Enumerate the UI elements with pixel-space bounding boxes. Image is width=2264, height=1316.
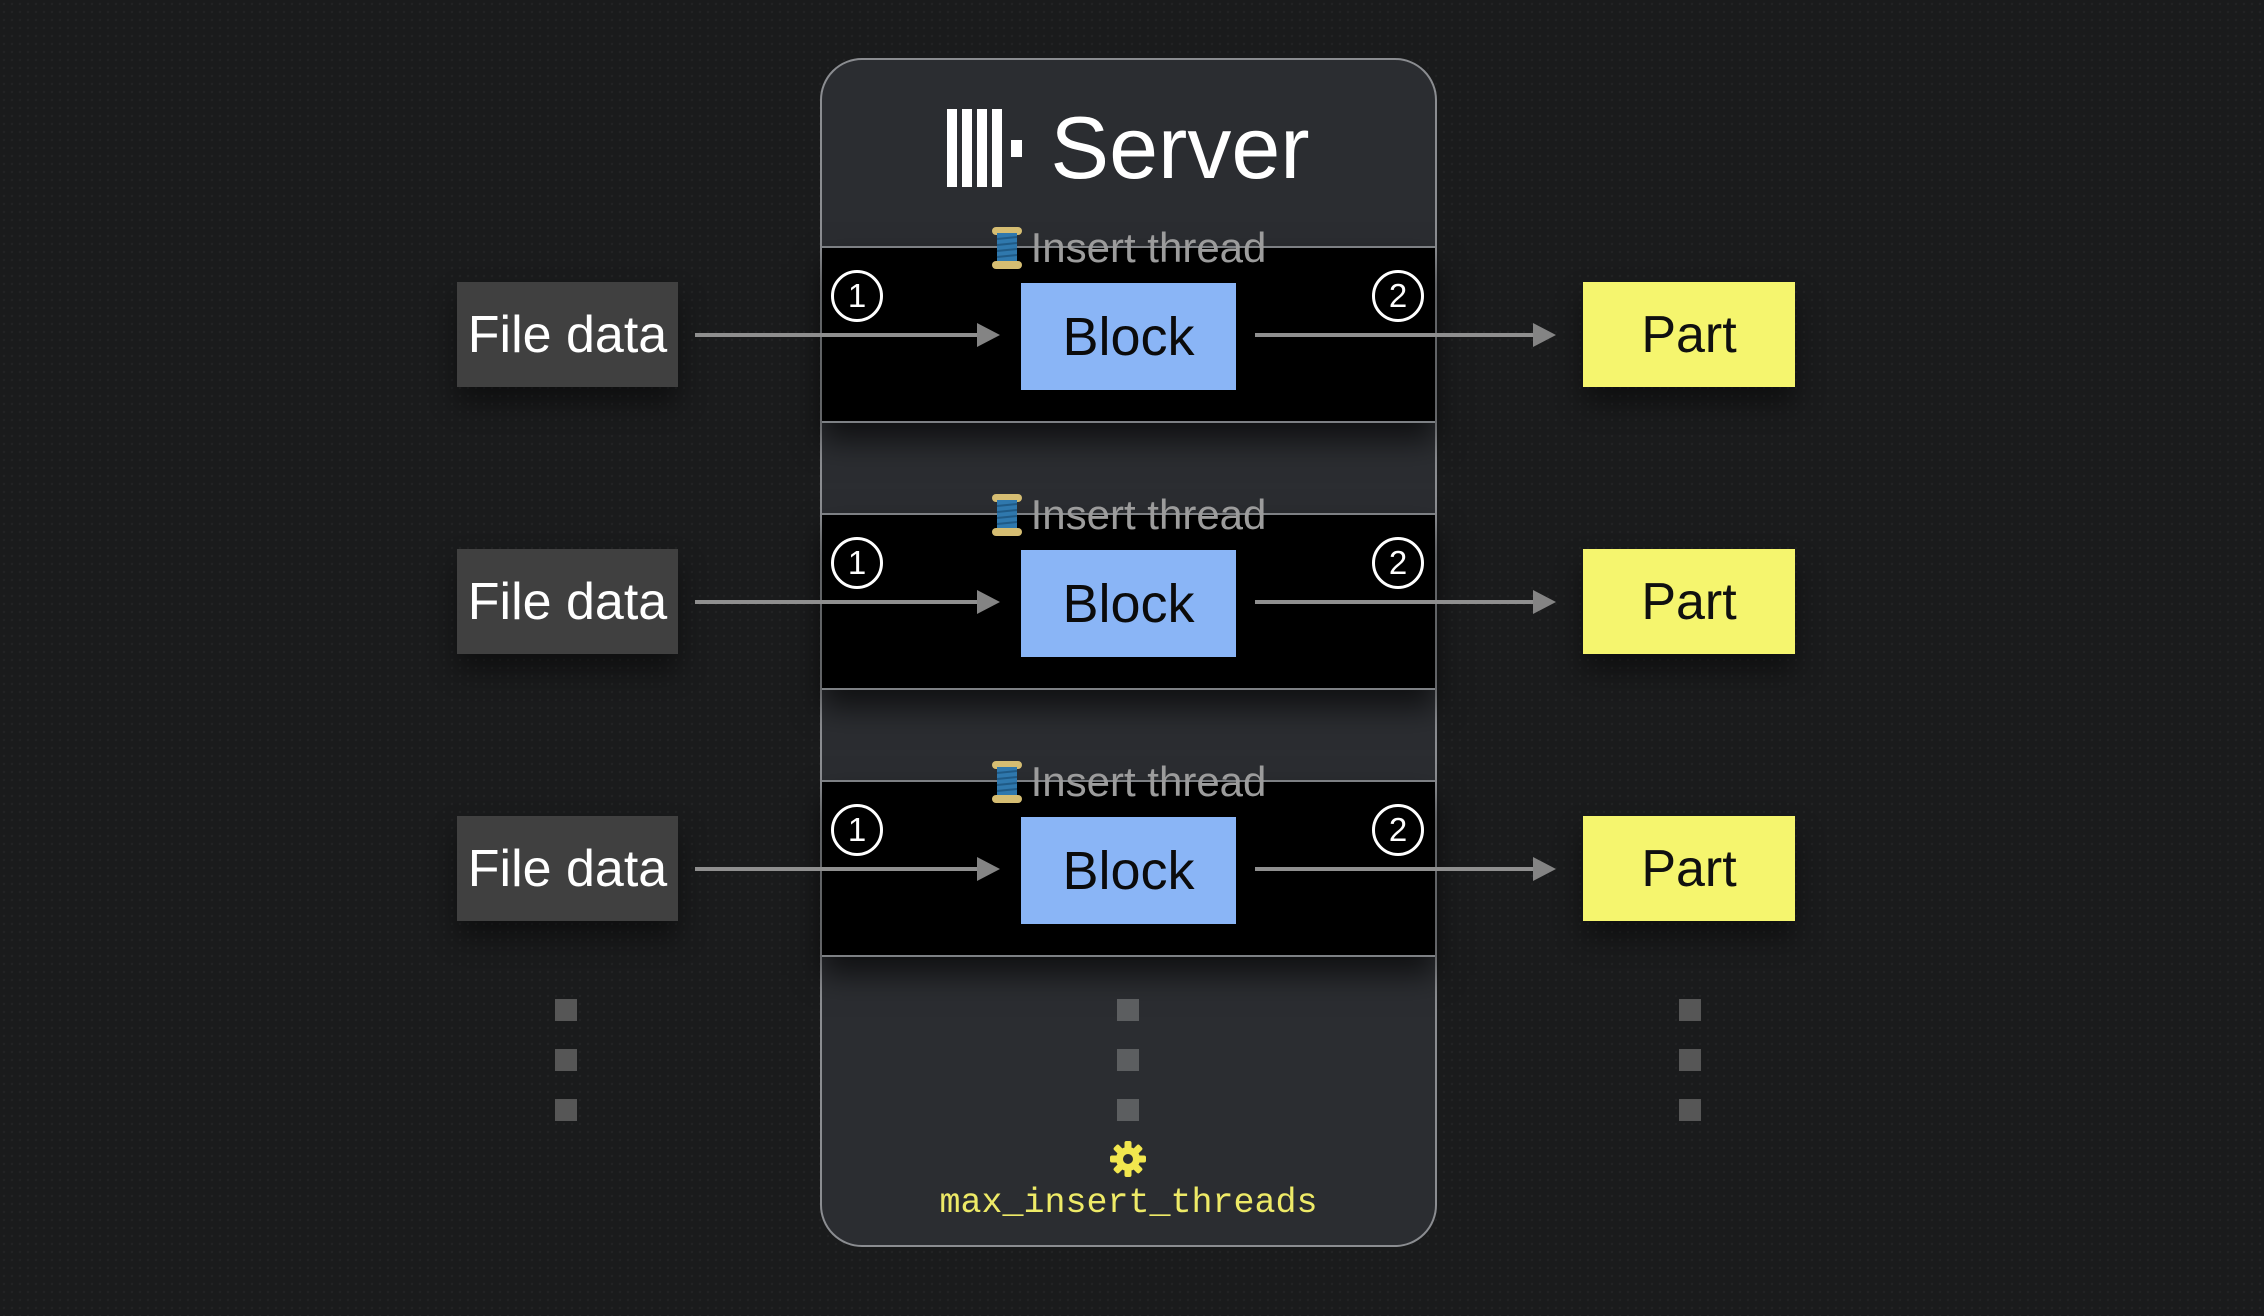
block-node: Block [1021,550,1236,657]
thread-spool-icon [991,494,1022,536]
logo-bar [962,109,973,187]
file-data-label: File data [467,305,668,364]
arrow-file-to-block [695,323,1000,347]
insert-thread-legend: Insert thread [822,755,1435,809]
more-inputs-ellipsis [555,999,577,1121]
step-number: 2 [1388,811,1408,848]
step-number: 1 [847,811,867,848]
file-data-label: File data [467,839,668,898]
part-node: Part [1583,282,1795,387]
more-threads-ellipsis [1117,999,1139,1121]
more-outputs-ellipsis [1679,999,1701,1121]
ellipsis-dot [555,1099,577,1121]
ellipsis-dot [555,999,577,1021]
thread-spool-icon [991,761,1022,803]
logo-bar [977,109,988,187]
arrow-block-to-part [1255,857,1556,881]
part-label: Part [1641,305,1737,364]
step-2-badge: 2 [1372,270,1424,322]
block-label: Block [1062,306,1195,367]
step-number: 2 [1388,544,1408,581]
file-data-label: File data [467,572,668,631]
logo-dot [1011,139,1023,157]
insert-thread-legend: Insert thread [822,221,1435,275]
logo-bar [947,109,958,187]
arrow-file-to-block [695,590,1000,614]
block-node: Block [1021,817,1236,924]
step-number: 1 [847,277,867,314]
block-node: Block [1021,283,1236,390]
file-data-node: File data [457,549,678,654]
step-1-badge: 1 [831,537,883,589]
part-node: Part [1583,816,1795,921]
insert-thread-label: Insert thread [1030,758,1267,805]
ellipsis-dot [555,1049,577,1071]
step-1-badge: 1 [831,270,883,322]
part-label: Part [1641,839,1737,898]
block-label: Block [1062,573,1195,634]
insert-thread-lane: Insert thread 1 Block 2 [822,761,1435,957]
ellipsis-dot [1117,1099,1139,1121]
logo-bar [992,109,1003,187]
server-title: Server [822,96,1435,200]
step-2-badge: 2 [1372,804,1424,856]
insert-thread-label: Insert thread [1030,224,1267,271]
arrow-block-to-part [1255,323,1556,347]
ellipsis-dot [1679,1099,1701,1121]
gear-icon [1108,1139,1148,1179]
part-node: Part [1583,549,1795,654]
ellipsis-dot [1679,1049,1701,1071]
arrow-file-to-block [695,857,1000,881]
insert-thread-legend: Insert thread [822,488,1435,542]
arrow-block-to-part [1255,590,1556,614]
ellipsis-dot [1679,999,1701,1021]
file-data-node: File data [457,282,678,387]
part-label: Part [1641,572,1737,631]
server-title-label: Server [1050,98,1310,197]
ellipsis-dot [1117,999,1139,1021]
step-number: 1 [847,544,867,581]
step-2-badge: 2 [1372,537,1424,589]
block-label: Block [1062,840,1195,901]
thread-spool-icon [991,227,1022,269]
insert-thread-label: Insert thread [1030,491,1267,538]
server-panel: Server Insert thread 1 Block 2 [820,58,1437,1247]
ellipsis-dot [1117,1049,1139,1071]
file-data-node: File data [457,816,678,921]
step-1-badge: 1 [831,804,883,856]
clickhouse-logo-icon [947,109,1023,187]
max-insert-threads-setting: max_insert_threads [939,1183,1318,1223]
step-number: 2 [1388,277,1408,314]
